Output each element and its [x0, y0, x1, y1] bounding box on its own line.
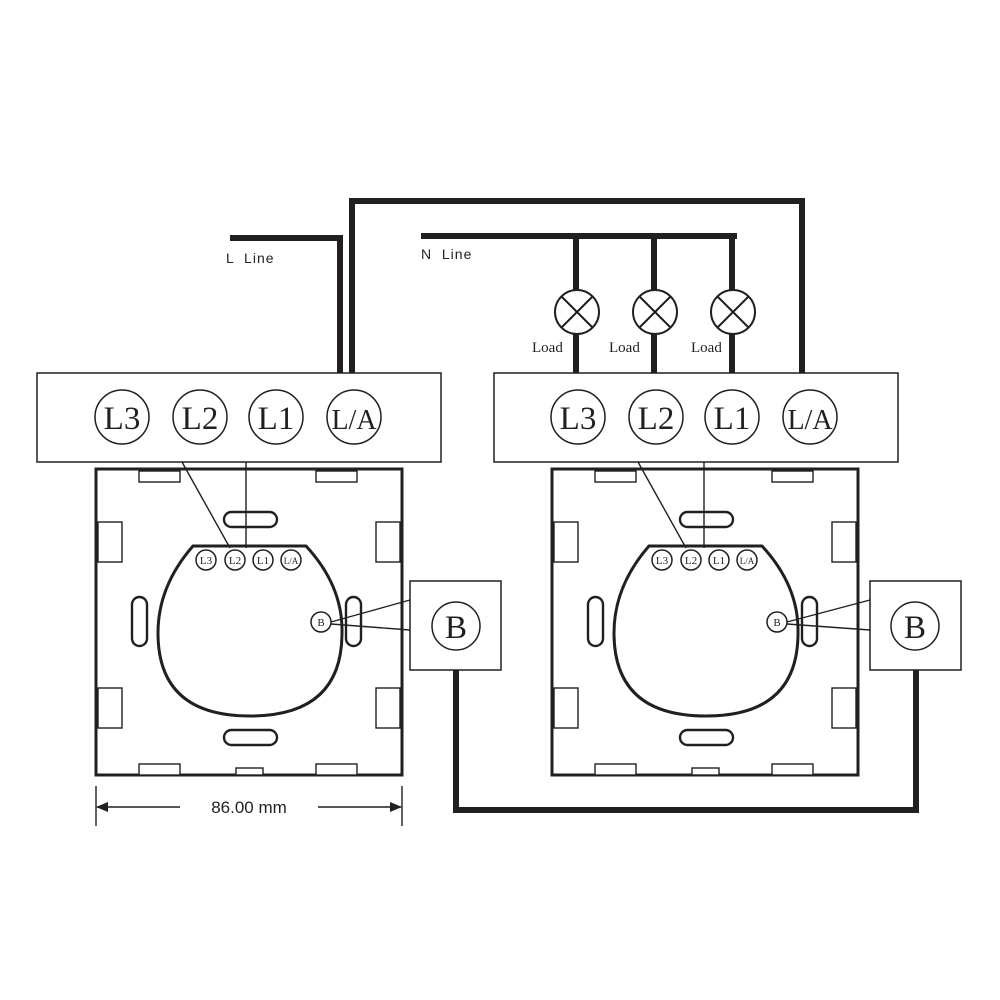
load-l3: Load — [532, 289, 600, 356]
b-callout-terminal: B — [890, 601, 940, 651]
terminal-label: L1 — [714, 401, 751, 437]
module-terminal-b: B — [310, 611, 332, 633]
dimension-label: 86.00 mm — [211, 798, 287, 817]
terminal-l2: L2 — [172, 389, 228, 445]
l-line-wire — [230, 235, 343, 395]
right-switch: L3 L2 L1 L/A L3 — [493, 372, 962, 777]
terminal-label: B — [773, 617, 780, 629]
module-terminal-b: B — [766, 611, 788, 633]
terminal-label: L2 — [638, 401, 675, 437]
terminal-l1: L1 — [704, 389, 760, 445]
la-bridge-wire — [349, 198, 805, 395]
terminal-label: B — [904, 610, 926, 646]
terminal-label: L3 — [200, 555, 213, 567]
terminal-label: L1 — [257, 555, 269, 567]
switch-module — [156, 544, 344, 718]
terminal-label: L/A — [331, 405, 377, 436]
terminal-la: L/A — [326, 389, 382, 445]
module-terminal-l1: L1 — [708, 549, 730, 571]
left-switch: L3 L2 L1 L/A L3 — [36, 372, 502, 777]
terminal-la: L/A — [782, 389, 838, 445]
terminal-label: L3 — [656, 555, 669, 567]
load-label: Load — [691, 340, 722, 356]
terminal-label: L2 — [229, 555, 241, 567]
terminal-label: L3 — [560, 401, 597, 437]
terminal-l3: L3 — [94, 389, 150, 445]
terminal-l1: L1 — [248, 389, 304, 445]
module-terminal-l3: L3 — [651, 549, 673, 571]
module-terminal-l2: L2 — [224, 549, 246, 571]
load-label: Load — [532, 340, 563, 356]
module-terminal-la: L/A — [280, 549, 302, 571]
l-line-label: L Line — [226, 250, 275, 266]
terminal-label: L2 — [685, 555, 697, 567]
terminal-label: L1 — [713, 555, 725, 567]
switch-module — [612, 544, 800, 718]
n-line-label: N Line — [421, 246, 472, 262]
b-callout-terminal: B — [431, 601, 481, 651]
load-l2: Load — [609, 289, 678, 356]
module-terminal-l1: L1 — [252, 549, 274, 571]
load-l1: Load — [691, 289, 756, 356]
terminal-label: B — [317, 617, 324, 629]
b-link-wire — [453, 645, 919, 813]
terminal-l3: L3 — [550, 389, 606, 445]
terminal-label: L1 — [258, 401, 295, 437]
terminal-label: L/A — [284, 556, 299, 566]
terminal-l2: L2 — [628, 389, 684, 445]
module-terminal-l2: L2 — [680, 549, 702, 571]
terminal-label: B — [445, 610, 467, 646]
terminal-label: L2 — [182, 401, 219, 437]
terminal-label: L3 — [104, 401, 141, 437]
terminal-label: L/A — [740, 556, 755, 566]
terminal-label: L/A — [787, 405, 833, 436]
module-terminal-la: L/A — [736, 549, 758, 571]
width-dimension: 86.00 mm — [95, 786, 403, 826]
module-terminal-l3: L3 — [195, 549, 217, 571]
load-label: Load — [609, 340, 640, 356]
